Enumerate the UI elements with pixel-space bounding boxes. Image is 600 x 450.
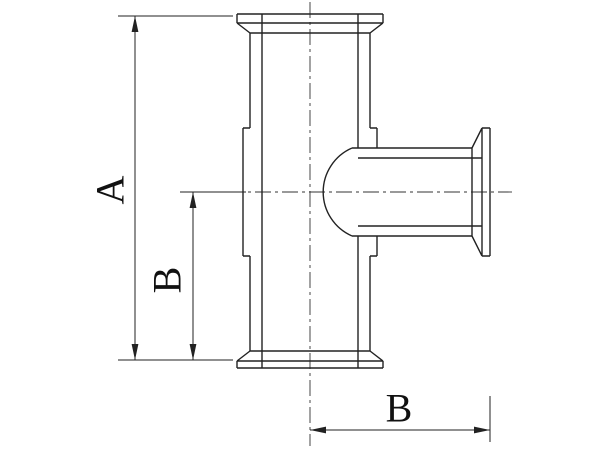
side-branch (322, 147, 482, 237)
tee-fitting-outline (236, 13, 491, 369)
dimension-label-a: A (88, 175, 133, 204)
dimension-a-arrow-top (131, 16, 139, 32)
dimension-label-b-bottom: B (386, 386, 413, 431)
upper-tube (249, 33, 371, 128)
dimension-a-arrow-bottom (131, 344, 139, 360)
dimension-a: A (88, 15, 233, 361)
dimension-b-left-arrow-top (189, 192, 197, 208)
bottom-flange (236, 350, 384, 369)
dimension-b-left: B (145, 191, 246, 360)
dimension-b-left-lines (180, 191, 246, 360)
dimension-b-bottom-lines (310, 396, 491, 442)
dimension-b-bottom-arrow-right (474, 426, 490, 434)
dimension-b-bottom-arrow-left (310, 426, 326, 434)
bore-lines (261, 14, 359, 368)
dimension-b-bottom: B (310, 386, 491, 442)
branch-flange (471, 127, 491, 257)
dimension-b-left-arrow-bottom (189, 344, 197, 360)
lower-tube (249, 256, 371, 351)
centerlines (228, 2, 512, 446)
dimension-a-lines (118, 15, 233, 361)
top-flange (236, 13, 384, 34)
dimension-label-b-left: B (145, 267, 190, 294)
